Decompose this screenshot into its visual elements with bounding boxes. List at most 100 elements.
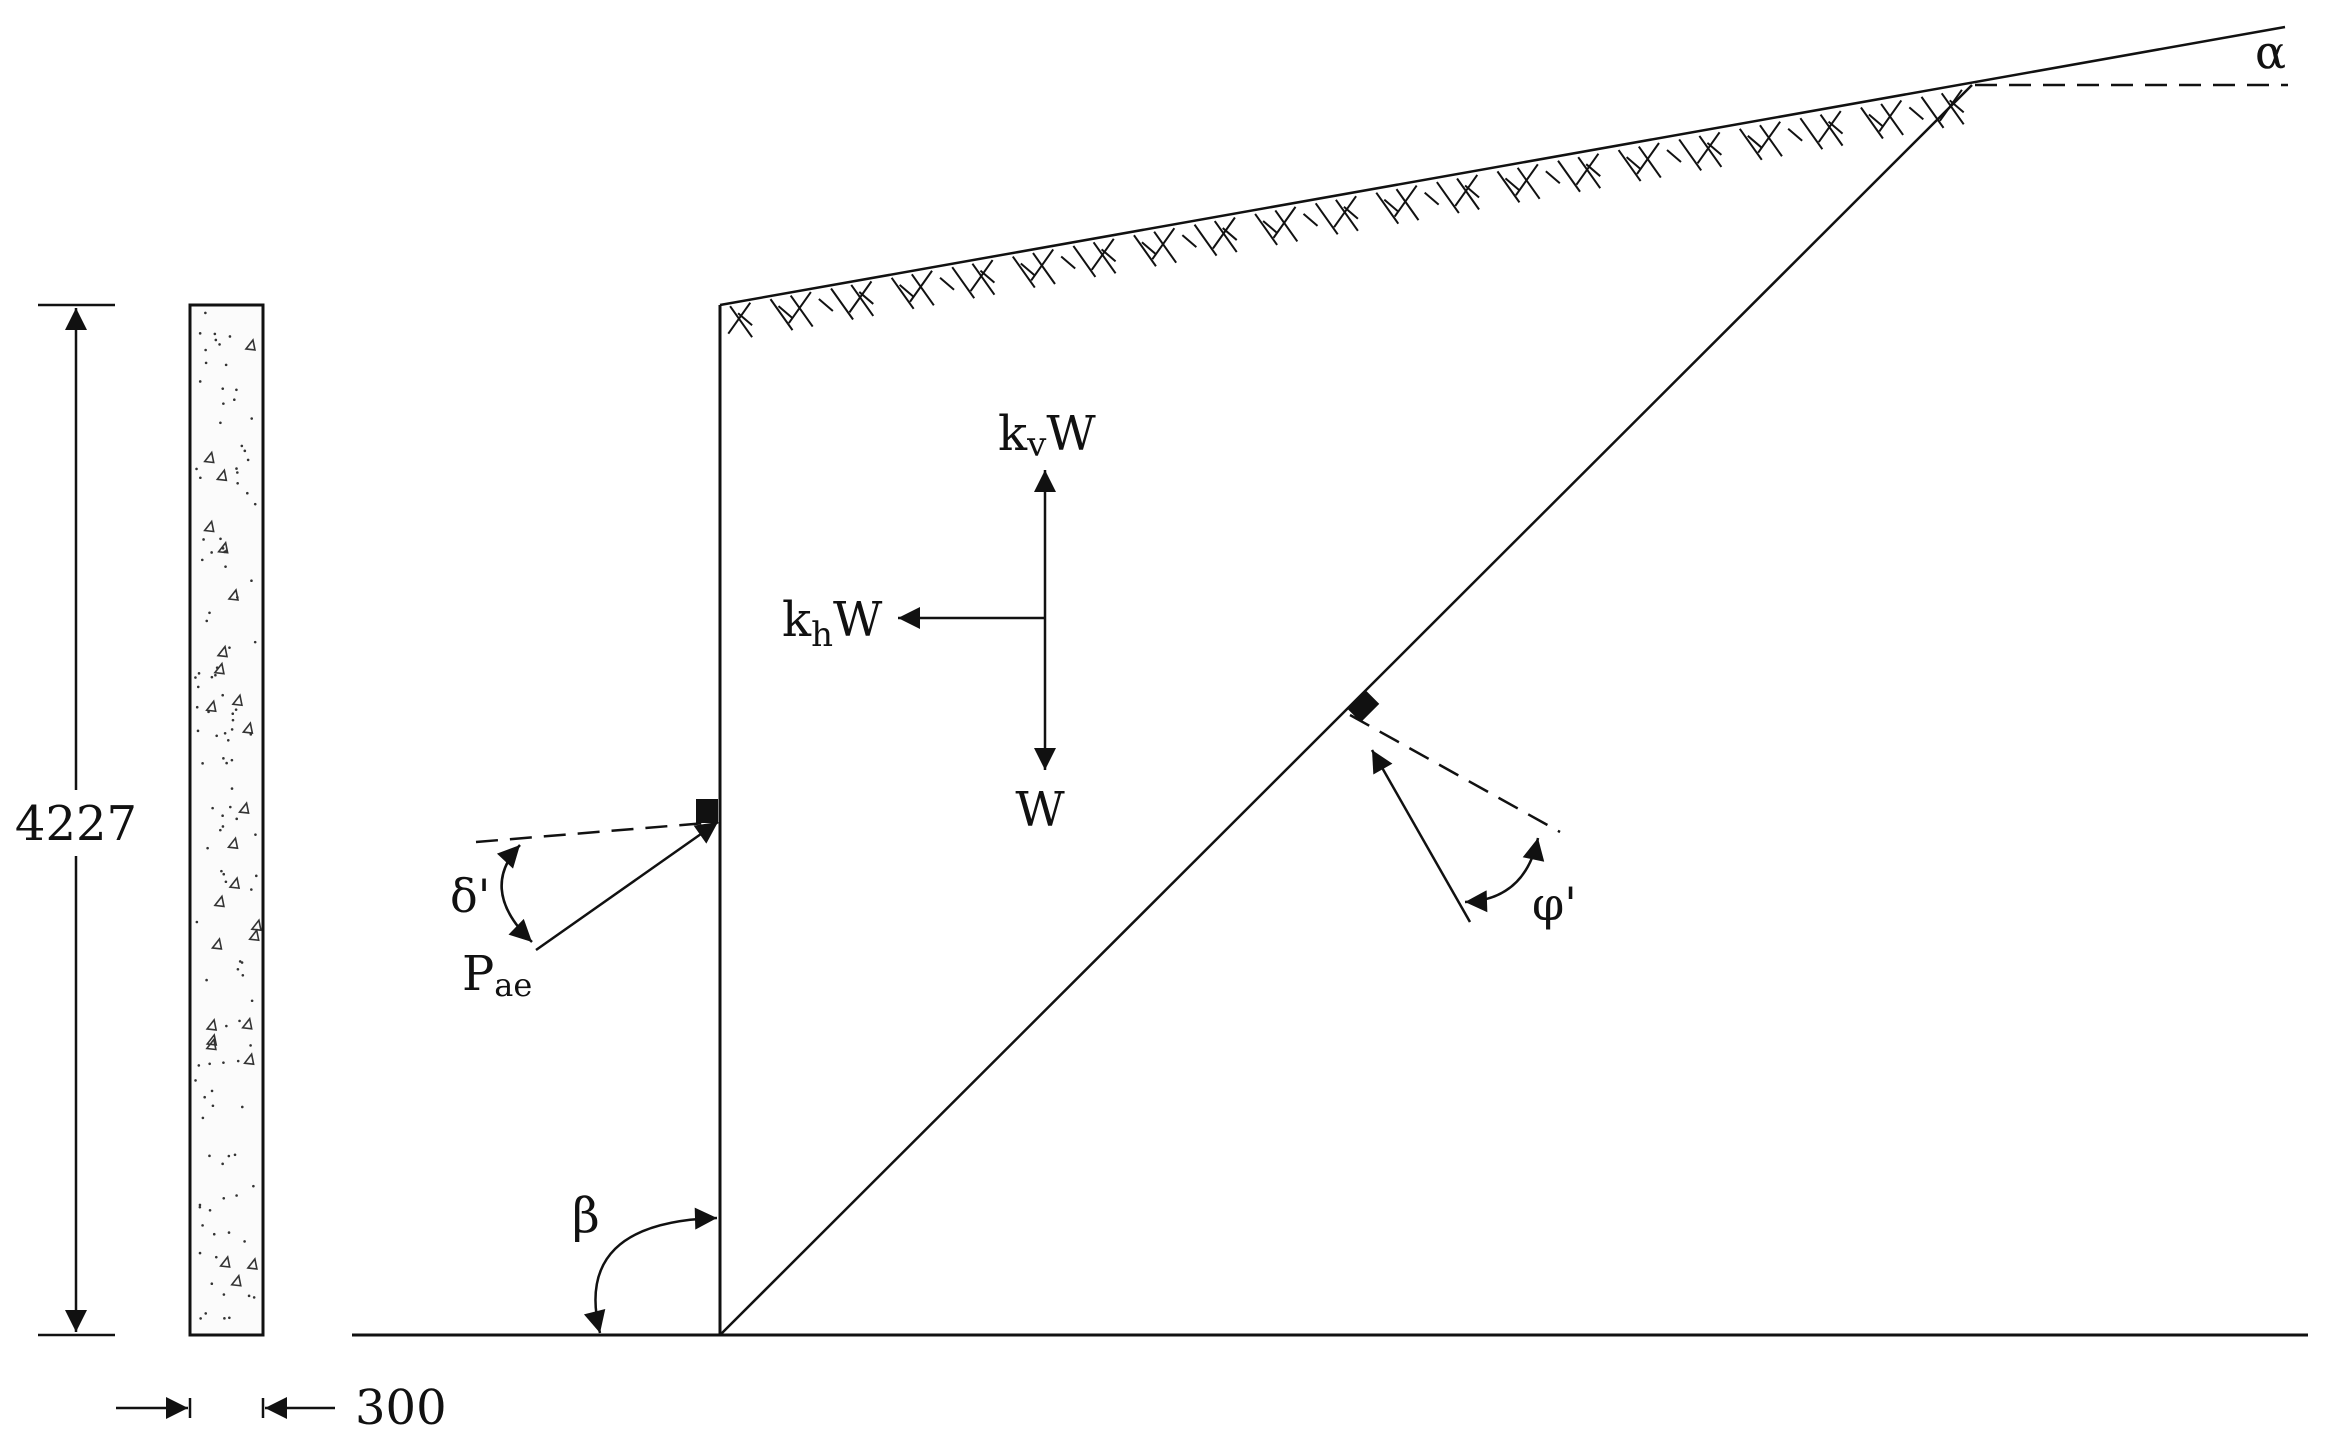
hatch-stroke <box>1335 199 1359 232</box>
hatch-stroke <box>769 298 794 331</box>
aggregate-dot <box>230 787 234 790</box>
hatch-stroke <box>1819 114 1844 147</box>
aggregate-triangle <box>213 894 225 908</box>
aggregate-dot <box>202 538 205 541</box>
hatch-stroke <box>1747 135 1763 149</box>
hatch-stroke <box>1274 209 1299 242</box>
hatch-stroke <box>911 273 935 306</box>
aggregate-triangle <box>241 1016 253 1030</box>
aggregate-dot <box>240 961 244 964</box>
hatch-stroke <box>1940 92 1965 125</box>
hatch-stroke <box>1262 220 1278 234</box>
aggregate-dot <box>195 705 199 709</box>
aggregate-dot <box>243 1240 246 1243</box>
aggregate-dot <box>200 558 204 562</box>
plane-contact-block <box>1346 689 1380 723</box>
aggregate-triangle <box>203 519 215 533</box>
aggregate-dot <box>240 1105 244 1109</box>
aggregate-dot <box>195 920 199 924</box>
aggregate-triangle <box>216 644 229 658</box>
hatch-stroke <box>1757 121 1781 154</box>
hatch-stroke <box>1181 234 1198 248</box>
aggregate-dot <box>221 387 225 390</box>
aggregate-dot <box>230 758 234 762</box>
hatch-stroke <box>951 266 976 299</box>
hatch-stroke <box>1787 127 1803 142</box>
soil-hatching <box>727 89 1965 338</box>
aggregate-dot <box>221 814 224 818</box>
aggregate-dot <box>226 739 230 742</box>
aggregate-dot <box>210 551 213 554</box>
hatch-stroke <box>1060 255 1076 270</box>
aggregate-triangle <box>231 693 243 707</box>
weight-label: W <box>1015 782 1065 838</box>
aggregate-dot <box>203 1095 206 1099</box>
aggregate-dot <box>234 708 238 711</box>
hatch-stroke <box>1678 138 1703 172</box>
aggregate-dot <box>224 565 227 568</box>
aggregate-triangle <box>210 937 223 950</box>
hatch-stroke <box>890 277 915 310</box>
aggregate-dot <box>210 1089 214 1093</box>
alpha-label: α <box>2255 25 2286 79</box>
aggregate-dot <box>208 1062 211 1066</box>
aggregate-dot <box>235 467 238 470</box>
aggregate-dot <box>249 1044 252 1047</box>
aggregate-dot <box>198 1205 202 1209</box>
aggregate-dot <box>222 1293 226 1296</box>
phi-label: φ' <box>1532 877 1577 931</box>
hatch-stroke <box>1636 142 1660 175</box>
aggregate-dot <box>199 1317 202 1320</box>
hatch-stroke <box>1272 206 1297 239</box>
aggregate-triangle <box>250 918 262 932</box>
hatch-stroke <box>1504 177 1521 192</box>
aggregate-dot <box>219 421 222 425</box>
aggregate-dot <box>198 1203 202 1207</box>
aggregate-dot <box>235 1194 238 1197</box>
hatch-stroke <box>1302 213 1319 227</box>
aggregate-dot <box>221 693 224 697</box>
hatch-stroke <box>969 259 994 292</box>
aggregate-dot <box>250 579 253 582</box>
hatch-stroke <box>909 270 933 303</box>
aggregate-dot <box>236 967 240 971</box>
aggregate-dot <box>213 332 217 336</box>
hatch-stroke <box>1133 234 1157 267</box>
aggregate-dot <box>240 444 244 448</box>
aggregate-dot <box>253 502 257 506</box>
aggregate-dot <box>208 1208 212 1212</box>
hatch-stroke <box>848 280 873 313</box>
hatch-stroke <box>830 287 854 321</box>
aggregate-dot <box>228 646 231 649</box>
hatch-stroke <box>1738 128 1763 161</box>
aggregate-dot <box>218 343 221 346</box>
aggregate-dot <box>204 361 208 365</box>
aggregate-dot <box>194 1079 197 1082</box>
beta-angle-arc <box>583 1207 718 1334</box>
aggregate-triangle <box>205 1018 218 1031</box>
aggregate-dot <box>243 449 247 453</box>
aggregate-dot <box>230 728 234 731</box>
aggregate-dot <box>254 833 257 836</box>
pae-label: Pae <box>462 946 532 1004</box>
hatch-stroke <box>898 284 915 298</box>
aggregate-triangle <box>217 540 229 554</box>
hatch-stroke <box>850 284 875 317</box>
aggregate-dot <box>208 1154 211 1158</box>
hatch-stroke <box>1625 156 1642 170</box>
hatch-stroke <box>1141 241 1157 256</box>
aggregate-triangle <box>241 721 254 735</box>
wall-contact-block <box>696 799 718 823</box>
hatch-stroke <box>788 291 812 324</box>
hatch-stroke <box>1617 149 1642 182</box>
pae-force-arrow <box>535 820 719 952</box>
aggregate-dot <box>236 481 239 485</box>
hatch-stroke <box>1939 89 1963 122</box>
hatch-stroke <box>1454 174 1479 207</box>
aggregate-dot <box>235 817 239 821</box>
hatch-stroke <box>727 302 752 335</box>
aggregate-triangle <box>215 468 228 482</box>
aggregate-dot <box>250 417 254 420</box>
aggregate-triangle <box>213 661 225 675</box>
